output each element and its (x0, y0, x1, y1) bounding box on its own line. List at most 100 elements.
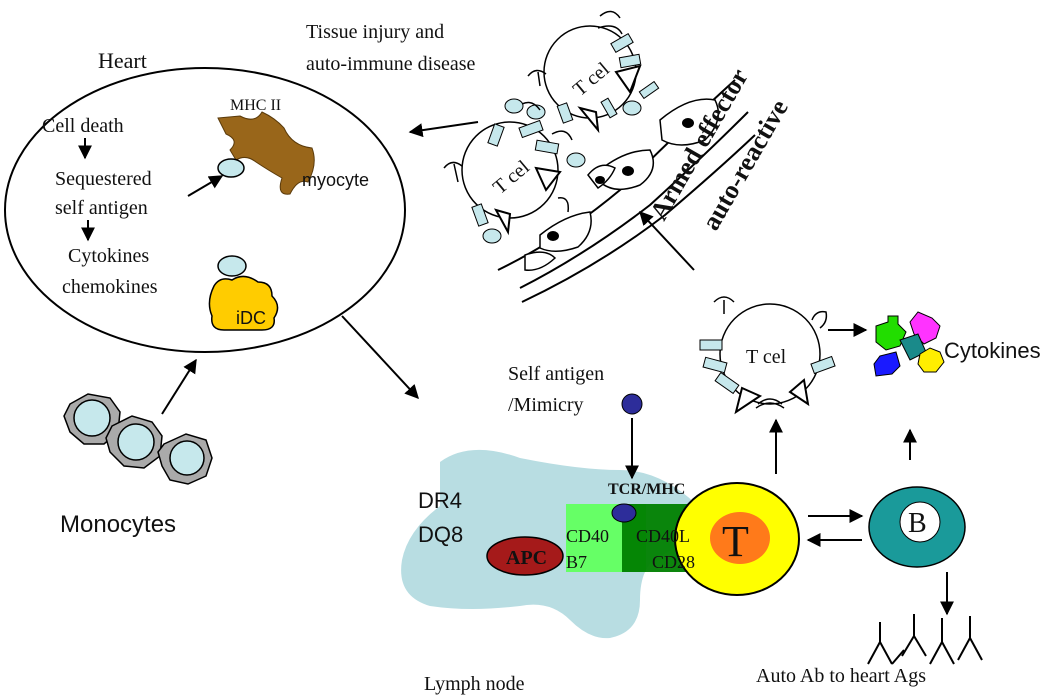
auto-ab-label: Auto Ab to heart Ags (756, 665, 926, 687)
apc-label: APC (506, 547, 547, 569)
b-label: B (908, 508, 927, 539)
cytokine-yellow (917, 347, 945, 373)
tcr-receptor (713, 296, 735, 314)
chemokines-label: chemokines (62, 276, 158, 298)
mhc-receptor (534, 139, 560, 155)
heart-label: Heart (98, 48, 147, 73)
monocyte (157, 433, 213, 485)
triangle-receptor (577, 106, 600, 134)
cytokines-label: Cytokines (944, 338, 1041, 363)
mhc-receptor (600, 97, 618, 119)
self-antigen-top-label: Self antigen (508, 363, 604, 385)
myocyte-shape (217, 111, 315, 195)
t-cell-nucleus (710, 512, 770, 564)
monocytes-group (63, 393, 213, 485)
tissue-endothelium (497, 79, 756, 303)
vessel-wall-middle (519, 111, 749, 289)
idc-label: iDC (236, 308, 266, 328)
triangle-receptor (734, 386, 763, 415)
arrow-antigen-to-myocyte (187, 175, 224, 197)
cytokine-blue (873, 351, 901, 377)
tcr-mhc-label: TCR/MHC (608, 481, 685, 498)
antigen-dot (504, 98, 524, 114)
tcr-receptor (757, 398, 783, 405)
t-cell-naive: T CD40L CD28 (636, 482, 800, 596)
b7-label: B7 (566, 552, 587, 572)
mhc-receptor (714, 371, 740, 395)
mhc-receptor (471, 203, 489, 227)
mhc-ii-label: MHC II (230, 97, 281, 114)
antigen-dot (482, 228, 502, 244)
mhc-receptor (810, 355, 836, 375)
lymph-node-label: Lymph node (424, 673, 525, 695)
t-cell-body (719, 303, 821, 405)
cytokines-heart-label: Cytokines (68, 245, 149, 267)
cd40-label: CD40 (566, 526, 609, 546)
b-cell-nucleus (899, 501, 941, 543)
antigen-on-idc (217, 255, 247, 277)
tissue-injury-label: Tissue injury and (306, 21, 444, 43)
endothelial-cell (539, 211, 592, 252)
endothelial-nucleus (547, 231, 559, 241)
arrow-to-tissue (639, 210, 695, 271)
arrow-heart-to-lymph-node (341, 315, 419, 400)
mhc-receptor (518, 119, 544, 139)
endothelial-nucleus (595, 176, 605, 184)
tcr-receptor (755, 402, 785, 409)
b-cell: B (868, 486, 966, 568)
antibody (957, 616, 983, 661)
cd28-label: CD28 (652, 552, 695, 572)
antibody (867, 622, 893, 665)
antigen-on-mhc (217, 158, 245, 178)
myocyte-label: myocyte (302, 170, 369, 190)
monocyte-nucleus (73, 399, 111, 437)
triangle-receptor (534, 166, 562, 192)
tcr-receptor (551, 130, 573, 141)
antigen-dot (566, 152, 586, 168)
cell-death-label: Cell death (42, 115, 124, 137)
self-antigen-label: self antigen (55, 197, 148, 219)
mhc-receptor (699, 339, 723, 351)
mhc-receptor (610, 32, 634, 54)
arrow-monocytes-to-heart (161, 358, 197, 415)
antibody (891, 649, 905, 665)
self-antigen-dot (621, 393, 643, 415)
sequestered-label: Sequestered (55, 168, 152, 190)
tcr-receptor (597, 25, 623, 35)
triangle-receptor (614, 64, 642, 95)
antibody (929, 618, 955, 665)
mimicry-label: /Mimicry (508, 394, 584, 416)
mhc-receptor (638, 80, 660, 100)
idc-cell (208, 275, 279, 331)
antibodies (867, 614, 983, 665)
mhc-receptor (702, 356, 728, 374)
antigen-dot (622, 100, 642, 116)
mhc-receptor (618, 53, 642, 69)
tcr-receptor (557, 197, 570, 213)
antigen-dot (526, 104, 546, 120)
endothelial-nucleus (682, 118, 694, 128)
cytokines-cluster (873, 311, 945, 377)
t-cell-top: T cel (526, 10, 660, 134)
dr4-label: DR4 (418, 488, 462, 513)
dq8-label: DQ8 (418, 522, 463, 547)
heart-compartment: Heart Cell death Sequestered self antige… (4, 48, 406, 353)
arrow-tissue-to-heart (408, 121, 479, 138)
tcr-receptor (443, 161, 463, 183)
triangle-receptor (493, 208, 512, 236)
cytokine-green (875, 315, 907, 351)
monocyte (105, 415, 163, 469)
monocyte-nucleus (169, 440, 205, 476)
cd40l-label: CD40L (636, 526, 690, 546)
triangle-receptor (788, 378, 810, 407)
mhc-receptor (556, 102, 574, 124)
antibody (901, 614, 927, 657)
autoimmune-disease-label: auto-immune disease (306, 53, 476, 75)
vessel-wall-outer (521, 134, 756, 303)
t-label: T (722, 517, 749, 566)
tcr-receptor (527, 69, 547, 87)
t-cell-activated: T cel (699, 296, 836, 415)
tcr-receptor (599, 10, 621, 19)
t-cell-label: T cel (746, 346, 787, 368)
